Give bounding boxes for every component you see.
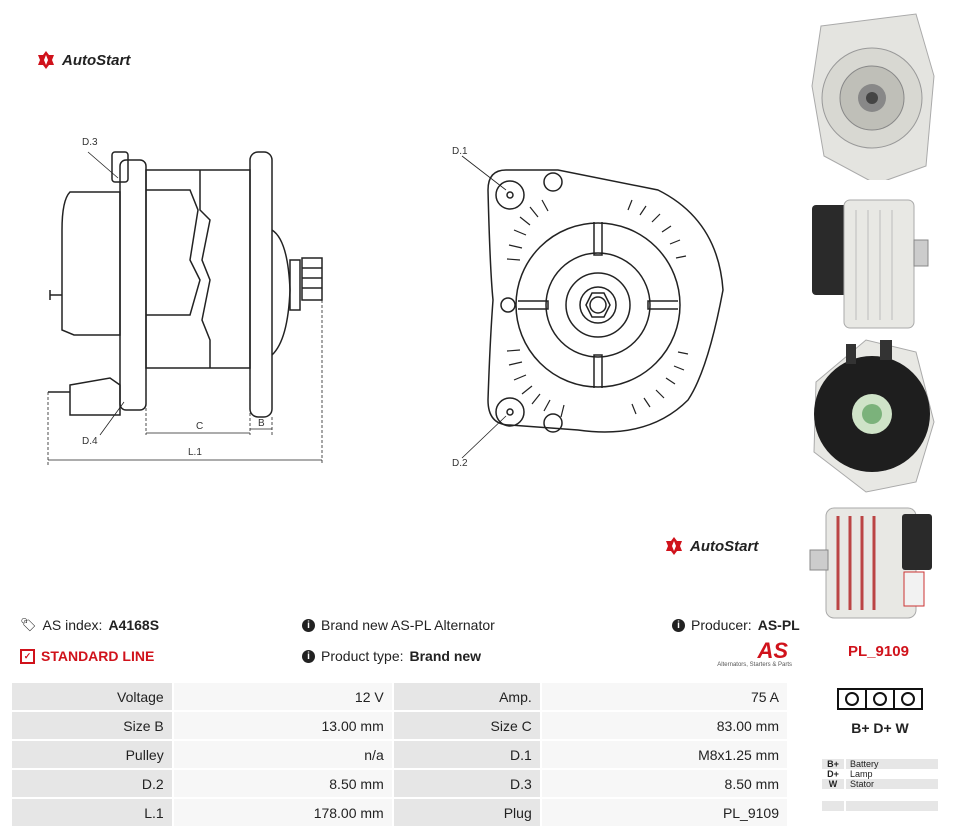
spec-value: 178.00 mm	[171, 797, 394, 828]
spec-value: M8x1.25 mm	[539, 739, 790, 770]
product-photo-rear[interactable]	[806, 332, 936, 498]
spec-value: 12 V	[171, 681, 394, 712]
table-row: Pulley n/a D.1 M8x1.25 mm	[10, 739, 790, 770]
as-index-label: AS index:	[42, 617, 103, 633]
legend-key: W	[822, 779, 844, 789]
spec-value: 13.00 mm	[171, 710, 394, 741]
tag-icon: 🏷	[20, 617, 37, 632]
product-photo-side-2[interactable]	[806, 500, 936, 624]
plug-connector-diagram	[837, 688, 923, 710]
spec-label: Amp.	[391, 681, 542, 712]
table-row: Voltage 12 V Amp. 75 A	[10, 681, 790, 712]
info-icon: i	[302, 618, 315, 632]
spec-label: D.1	[391, 739, 542, 770]
plug-legend: B+ Battery D+ Lamp W Stator	[822, 759, 938, 789]
table-row: L.1 178.00 mm Plug PL_9109	[10, 797, 790, 828]
as-pl-logo: AS Alternators, Starters & Parts	[712, 638, 792, 669]
spec-label: Size C	[391, 710, 542, 741]
as-pl-logo-subtext: Alternators, Starters & Parts	[717, 662, 792, 668]
spec-table: Voltage 12 V Amp. 75 A Size B 13.00 mm S…	[10, 681, 790, 828]
brand-name: AutoStart	[62, 51, 131, 69]
as-index-value: A4168S	[108, 617, 160, 633]
product-type-label: Product type:	[321, 648, 404, 664]
label-d1: D.1	[452, 146, 468, 157]
product-photo-front[interactable]	[806, 6, 936, 186]
label-d4: D.4	[82, 436, 98, 447]
table-row: D.2 8.50 mm D.3 8.50 mm	[10, 768, 790, 799]
producer-value: AS-PL	[757, 617, 800, 633]
label-d2: D.2	[452, 458, 468, 469]
legend-row: W Stator	[822, 779, 938, 789]
spec-label: L.1	[10, 797, 174, 828]
autostart-logo-icon	[666, 537, 682, 555]
legend-row: B+ Battery	[822, 759, 938, 769]
legend-value: Lamp	[846, 769, 938, 779]
spec-value: n/a	[171, 739, 394, 770]
brand-name: AutoStart	[690, 537, 759, 555]
front-view-drawing: D.1 D.2	[452, 146, 724, 469]
legend-row: D+ Lamp	[822, 769, 938, 779]
product-type: i Product type: Brand new	[302, 648, 481, 664]
product-photo-side[interactable]	[806, 180, 936, 330]
spec-label: Size B	[10, 710, 174, 741]
spec-value: 83.00 mm	[539, 710, 790, 741]
standard-line-text: STANDARD LINE	[41, 648, 155, 664]
legend-key: D+	[822, 769, 844, 779]
autostart-logo-bottom: AutoStart	[664, 536, 758, 556]
spec-value: PL_9109	[539, 797, 790, 828]
as-index: 🏷 AS index: A4168S	[20, 617, 159, 633]
description-text: Brand new AS-PL Alternator	[321, 617, 495, 633]
info-icon: i	[302, 649, 315, 663]
spec-value: 8.50 mm	[171, 768, 394, 799]
autostart-logo-top: AutoStart	[36, 50, 130, 70]
table-row: Size B 13.00 mm Size C 83.00 mm	[10, 710, 790, 741]
plug-code: PL_9109	[848, 643, 909, 660]
spec-label: Pulley	[10, 739, 174, 770]
label-l1: L.1	[188, 447, 202, 458]
spec-label: Voltage	[10, 681, 174, 712]
info-icon: i	[672, 618, 685, 632]
spec-value: 75 A	[539, 681, 790, 712]
product-type-value: Brand new	[409, 648, 482, 664]
producer: i Producer: AS-PL	[672, 617, 800, 633]
description: i Brand new AS-PL Alternator	[302, 617, 495, 633]
autostart-logo-icon	[38, 51, 54, 69]
legend-value: Stator	[846, 779, 938, 789]
side-view-drawing: D.3 D.4 C B L.1	[47, 137, 323, 465]
legend-value: Battery	[846, 759, 938, 769]
checkbox-icon: ✓	[20, 648, 35, 664]
spec-label: D.3	[391, 768, 542, 799]
label-d3: D.3	[82, 137, 98, 148]
plug-terminals: B+ D+ W	[851, 720, 909, 736]
legend-empty-row	[822, 801, 938, 811]
legend-key: B+	[822, 759, 844, 769]
label-b: B	[258, 418, 265, 429]
spec-value: 8.50 mm	[539, 768, 790, 799]
as-pl-logo-mark: AS	[757, 638, 788, 663]
standard-line: ✓ STANDARD LINE	[20, 648, 154, 664]
spec-label: Plug	[391, 797, 542, 828]
spec-label: D.2	[10, 768, 174, 799]
producer-label: Producer:	[691, 617, 752, 633]
label-c: C	[196, 421, 203, 432]
cooling-slots	[506, 199, 689, 418]
